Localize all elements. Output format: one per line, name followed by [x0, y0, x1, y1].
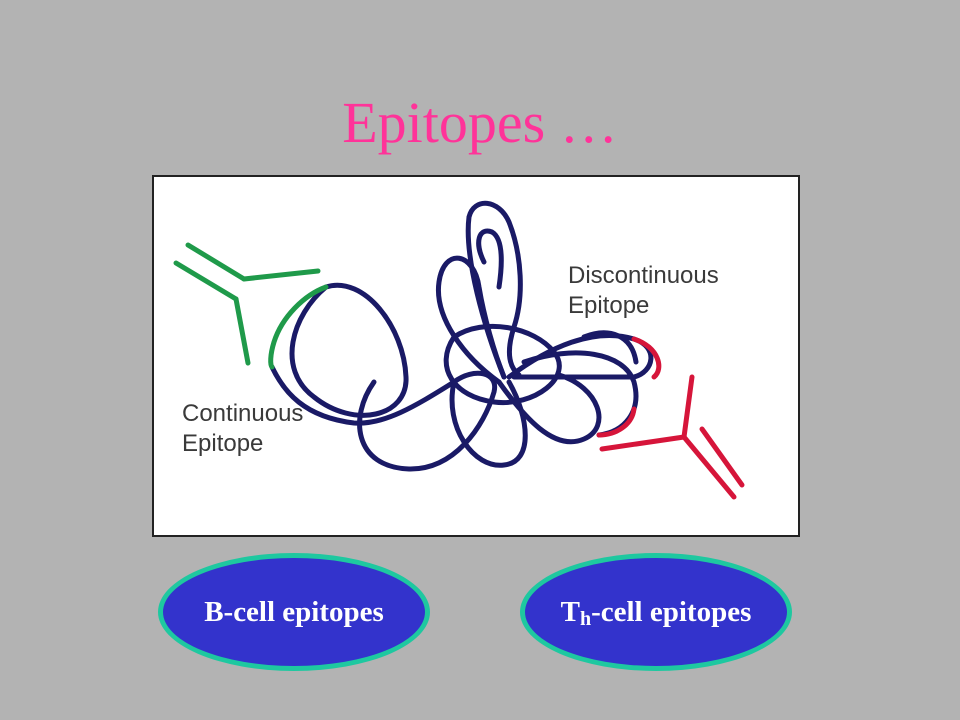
protein-chain-loop-center [443, 323, 562, 406]
discontinuous-epitope-label: Discontinuous Epitope [568, 262, 719, 319]
continuous-antibody [173, 242, 321, 366]
th-cell-label-rest: -cell epitopes [591, 595, 752, 628]
slide-title: Epitopes … [342, 90, 618, 155]
b-cell-epitopes-label: B-cell epitopes [204, 595, 384, 628]
protein-chain-loop-top [465, 200, 523, 380]
epitope-diagram: Discontinuous Epitope Continuous Epitope [152, 175, 800, 537]
protein-chain-loop-right-tail [581, 330, 639, 365]
continuous-epitope-label: Continuous Epitope [182, 400, 304, 457]
b-cell-epitopes-button[interactable]: B-cell epitopes [158, 553, 430, 671]
protein-chain-loop-bottom [449, 379, 528, 468]
th-cell-label-subscript: h [579, 607, 592, 630]
continuous-epitope-segment [268, 284, 329, 370]
protein-chain-loop-bottom-right [496, 372, 602, 445]
discontinuous-antibody [599, 374, 745, 500]
discontinuous-epitope-segment-1 [631, 336, 662, 380]
protein-chain-loop-left [289, 282, 409, 418]
protein-antibody-illustration [173, 200, 745, 500]
th-cell-label-main: T [560, 595, 580, 628]
protein-chain-loop-top-inner [476, 228, 504, 290]
protein-chain-tail-left [269, 364, 457, 426]
protein-chain [269, 200, 654, 472]
discontinuous-epitope-segment-2 [596, 406, 637, 438]
